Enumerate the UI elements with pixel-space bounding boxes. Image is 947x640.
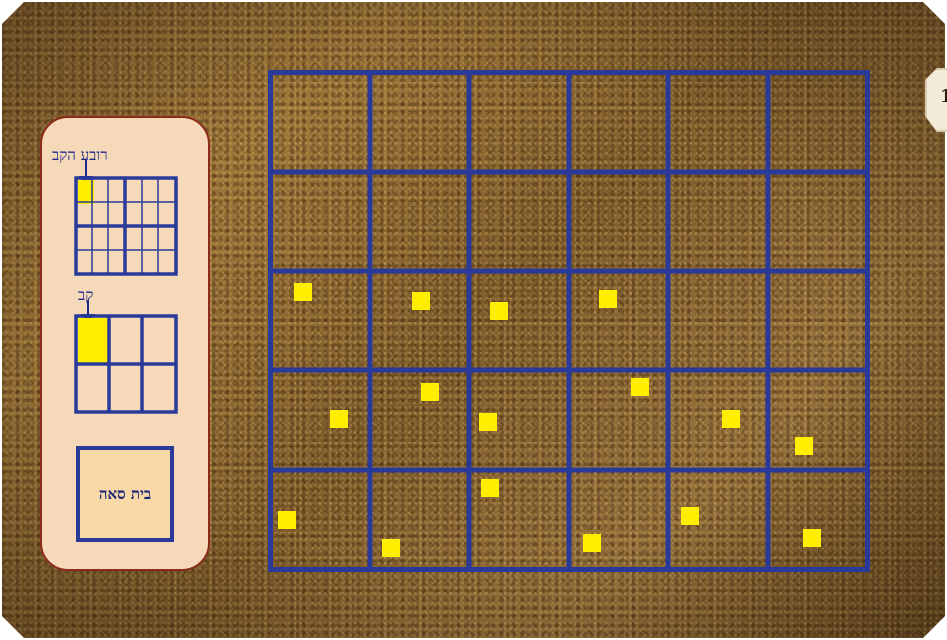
page-number: 1 [940, 86, 947, 107]
seed-marker [803, 529, 821, 547]
seed-marker [722, 410, 740, 428]
seed-marker [330, 410, 348, 428]
seed-marker [382, 539, 400, 557]
seed-marker [421, 383, 439, 401]
seed-marker [681, 507, 699, 525]
seed-marker [479, 413, 497, 431]
seed-marker [481, 479, 499, 497]
seed-marker [631, 378, 649, 396]
seed-marker [294, 283, 312, 301]
beit-seah-box: בית סאה [76, 446, 174, 542]
beit-seah-label: בית סאה [99, 485, 151, 504]
seed-marker [583, 534, 601, 552]
field-grid [268, 70, 870, 572]
kav-highlight [78, 318, 108, 363]
seed-markers [278, 283, 821, 557]
kav-grid [74, 314, 178, 414]
seed-marker [490, 302, 508, 320]
quarter-kav-grid [74, 176, 178, 276]
seed-marker [795, 437, 813, 455]
seed-marker [278, 511, 296, 529]
seed-marker [599, 290, 617, 308]
seed-marker [412, 292, 430, 310]
field-grid-lines [271, 73, 868, 570]
